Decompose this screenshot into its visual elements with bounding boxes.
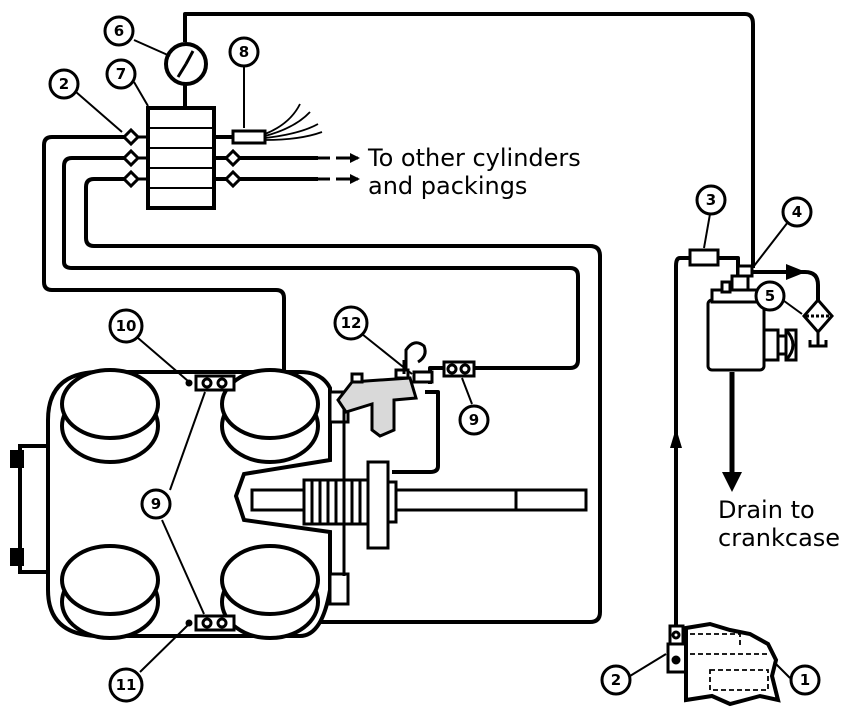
check-valves-right [223, 148, 243, 189]
svg-text:12: 12 [341, 314, 362, 332]
svg-text:2: 2 [59, 75, 69, 93]
svg-text:11: 11 [116, 676, 137, 694]
callout-8: 8 [228, 36, 260, 68]
drain-label-2: crankcase [718, 524, 840, 552]
drain-arrow [722, 472, 742, 492]
piston-rod [250, 460, 588, 550]
svg-text:10: 10 [116, 317, 137, 335]
distance-piece [328, 390, 350, 606]
svg-text:3: 3 [706, 191, 716, 209]
callout-5: 5 [754, 280, 786, 312]
callout-10: 10 [108, 308, 144, 344]
line-block-left-2 [62, 156, 580, 370]
other-cylinder-arrows [318, 153, 360, 184]
outlet-filter [802, 297, 834, 348]
pump [666, 624, 688, 674]
cylinders [60, 368, 320, 640]
other-cylinders-label-1: To other cylinders [367, 144, 581, 172]
injection-fittings [194, 360, 476, 632]
callout-1: 1 [789, 664, 821, 696]
distribution-block [146, 82, 216, 210]
lubricator-unit [706, 264, 798, 372]
line-gauge-to-lubricator [183, 12, 755, 268]
packing-case [336, 341, 434, 438]
callout-2-top: 2 [48, 68, 80, 100]
callout-12: 12 [333, 305, 369, 341]
svg-text:9: 9 [151, 495, 161, 513]
callout-11: 11 [108, 667, 144, 703]
flow-arrow-up [670, 428, 682, 448]
no-flow-switch [231, 103, 323, 145]
svg-text:1: 1 [800, 671, 810, 689]
callout-7: 7 [105, 58, 137, 90]
svg-text:4: 4 [792, 203, 802, 221]
inline-filter [688, 248, 720, 267]
crankcase [684, 621, 781, 707]
callout-6: 6 [103, 15, 135, 47]
crankcase-hidden-lines [690, 633, 769, 691]
callout-2-bottom: 2 [600, 664, 632, 696]
svg-text:2: 2 [611, 671, 621, 689]
line-pump-to-filter [674, 256, 690, 628]
flow-arrow-right [786, 264, 806, 280]
svg-text:6: 6 [114, 22, 124, 40]
svg-text:8: 8 [239, 43, 249, 61]
other-cylinders-label-2: and packings [368, 172, 527, 200]
check-valves-left [121, 127, 148, 189]
svg-text:7: 7 [116, 65, 126, 83]
drain-label-1: Drain to [718, 496, 815, 524]
line-block-left-3 [84, 177, 602, 624]
svg-text:5: 5 [765, 287, 775, 305]
tubing-lines [42, 12, 820, 628]
pressure-gauge [164, 42, 208, 86]
callout-3: 3 [695, 184, 727, 216]
callout-4: 4 [781, 196, 813, 228]
callout-9-right: 9 [458, 404, 490, 436]
callout-9-left: 9 [140, 488, 172, 520]
svg-text:9: 9 [469, 411, 479, 429]
